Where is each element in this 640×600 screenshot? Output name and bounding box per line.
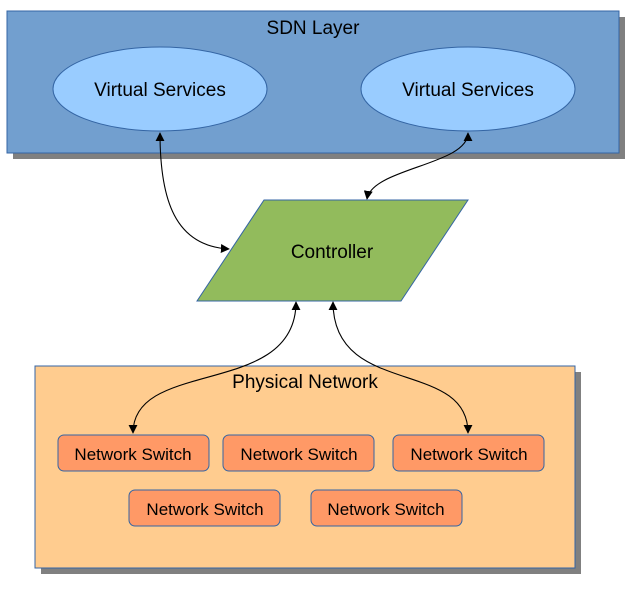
network-switch-node: Network Switch: [392, 434, 545, 472]
network-switch-box: [222, 434, 375, 472]
sdn-layer: SDN Layer Virtual Services Virtual Servi…: [6, 10, 625, 159]
network-switch-label: Network Switch: [240, 445, 357, 464]
network-switch-node: Network Switch: [222, 434, 375, 472]
network-switch-box: [128, 489, 281, 527]
network-switch-label: Network Switch: [74, 445, 191, 464]
virtual-service-node: Virtual Services: [52, 46, 268, 132]
network-switch-box: [310, 489, 463, 527]
connectors: [128, 132, 473, 434]
physical-network-title: Physical Network: [232, 372, 378, 393]
controller-node: Controller: [196, 199, 469, 302]
sdn-layer-title: SDN Layer: [267, 18, 361, 39]
controller-switch-connector: [328, 301, 473, 434]
network-switch-node: Network Switch: [310, 489, 463, 527]
network-switch-node: Network Switch: [128, 489, 281, 527]
virtual-service-label: Virtual Services: [94, 80, 226, 101]
network-switch-box: [392, 434, 545, 472]
network-switch-label: Network Switch: [327, 500, 444, 519]
service-controller-connector: [155, 132, 230, 254]
network-switch-box: [57, 434, 210, 472]
network-switch-label: Network Switch: [146, 500, 263, 519]
virtual-service-ellipse: [360, 46, 576, 132]
virtual-service-ellipse: [52, 46, 268, 132]
controller-label: Controller: [291, 242, 374, 263]
controller-parallelogram: [196, 199, 469, 302]
network-switch-node: Network Switch: [57, 434, 210, 472]
service-controller-connector: [363, 132, 473, 200]
controller-switch-connector: [128, 301, 301, 434]
virtual-service-node: Virtual Services: [360, 46, 576, 132]
physical-network: Physical Network Network Switch Network …: [34, 365, 581, 574]
virtual-service-label: Virtual Services: [402, 80, 534, 101]
network-switch-label: Network Switch: [410, 445, 527, 464]
